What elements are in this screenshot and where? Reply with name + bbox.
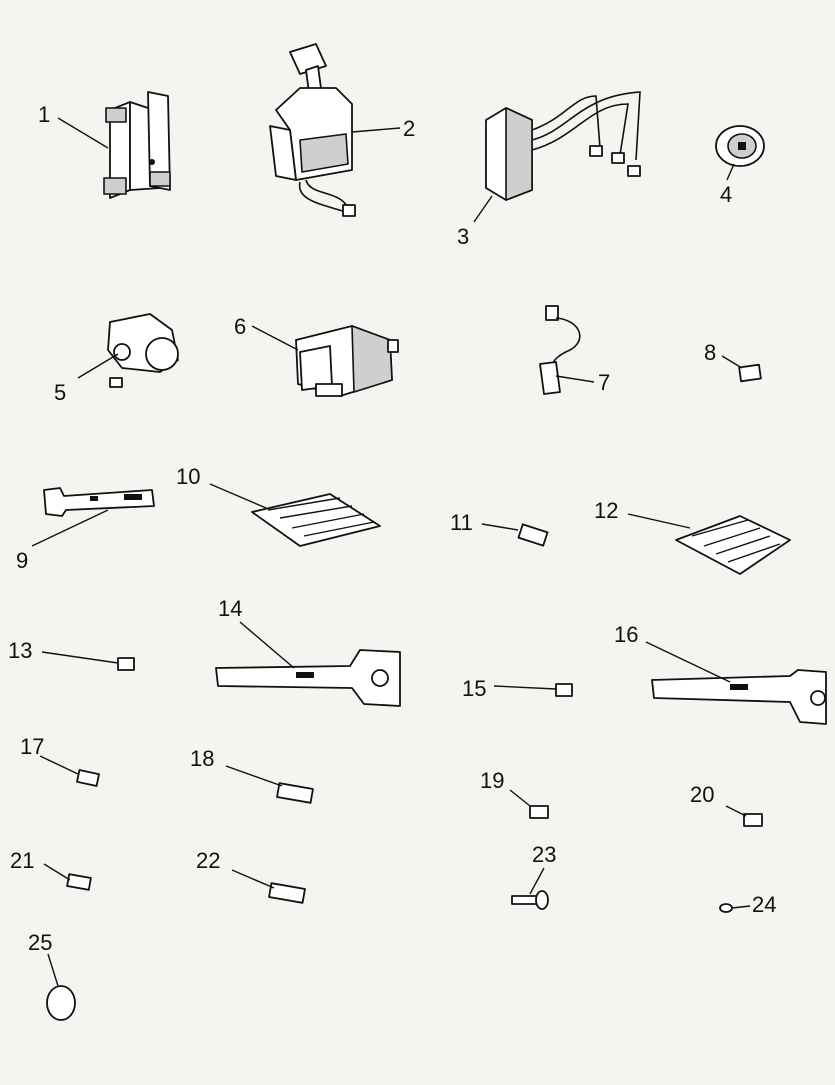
callout-2: 2 bbox=[403, 116, 415, 141]
callout-15: 15 bbox=[462, 676, 486, 701]
part-18-block bbox=[276, 782, 314, 804]
part-19-block bbox=[529, 805, 549, 819]
callout-5: 5 bbox=[54, 380, 66, 405]
part-3-controller bbox=[485, 91, 641, 201]
callout-22: 22 bbox=[196, 848, 220, 873]
part-23-bolt bbox=[511, 890, 549, 910]
callout-25: 25 bbox=[28, 930, 52, 955]
callout-numbers: 1 2 3 4 5 6 7 8 9 10 11 12 13 14 15 16 1… bbox=[8, 102, 776, 955]
leader-lines bbox=[31, 117, 751, 987]
part-20-block bbox=[743, 813, 763, 827]
callout-12: 12 bbox=[594, 498, 618, 523]
callout-14: 14 bbox=[218, 596, 242, 621]
part-14-terminal bbox=[215, 649, 401, 707]
part-13-block bbox=[117, 657, 135, 671]
part-12-label-sheet bbox=[675, 515, 791, 575]
callout-8: 8 bbox=[704, 340, 716, 365]
part-8-block bbox=[738, 363, 762, 383]
callout-3: 3 bbox=[457, 224, 469, 249]
callout-23: 23 bbox=[532, 842, 556, 867]
callout-18: 18 bbox=[190, 746, 214, 771]
callout-13: 13 bbox=[8, 638, 32, 663]
part-1-bracket bbox=[103, 91, 171, 199]
callout-17: 17 bbox=[20, 734, 44, 759]
callout-4: 4 bbox=[720, 182, 732, 207]
part-16-terminal bbox=[651, 669, 827, 725]
part-6-motor bbox=[295, 325, 399, 397]
part-4-switch bbox=[715, 125, 765, 167]
part-7-sensor bbox=[539, 305, 581, 395]
part-11-block bbox=[517, 523, 549, 547]
part-5-valve bbox=[107, 313, 179, 388]
callout-21: 21 bbox=[10, 848, 34, 873]
callout-19: 19 bbox=[480, 768, 504, 793]
part-15-block bbox=[555, 683, 573, 697]
callout-11: 11 bbox=[450, 510, 473, 535]
callout-6: 6 bbox=[234, 314, 246, 339]
part-24-nut bbox=[719, 903, 733, 913]
part-25-o-ring bbox=[46, 985, 76, 1021]
part-21-block bbox=[66, 873, 92, 891]
part-9-terminal bbox=[43, 487, 155, 517]
callout-20: 20 bbox=[690, 782, 714, 807]
callout-10: 10 bbox=[176, 464, 200, 489]
part-10-label-sheet bbox=[251, 493, 381, 547]
callout-9: 9 bbox=[16, 548, 28, 573]
callout-7: 7 bbox=[598, 370, 610, 395]
callout-16: 16 bbox=[614, 622, 638, 647]
part-17-block bbox=[76, 769, 100, 787]
callout-1: 1 bbox=[38, 102, 50, 127]
callout-24: 24 bbox=[752, 892, 776, 917]
part-2-control-lever bbox=[269, 43, 356, 217]
part-22-block bbox=[268, 882, 306, 904]
